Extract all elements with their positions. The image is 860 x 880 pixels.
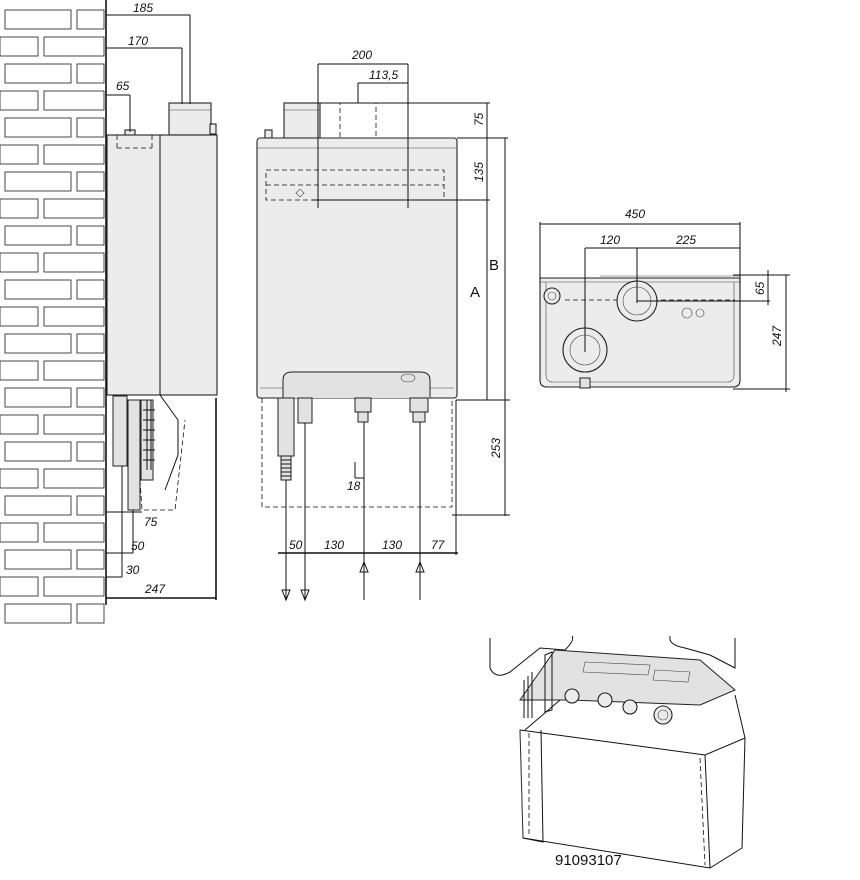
dim-65-top: 65 (753, 281, 767, 295)
top-view-boiler (539, 275, 741, 389)
dim-30: 30 (126, 563, 140, 577)
brick (43, 90, 105, 111)
brick (4, 63, 72, 84)
brick (4, 495, 72, 516)
brick (43, 306, 105, 327)
dim-120: 120 (600, 233, 620, 247)
dim-50: 50 (131, 539, 145, 553)
dim-253: 253 (489, 438, 503, 459)
brick (4, 549, 72, 570)
dim-130-b: 130 (382, 538, 402, 552)
brick (0, 576, 39, 597)
dim-130-a: 130 (324, 538, 344, 552)
brick (4, 441, 72, 462)
brick (76, 279, 105, 300)
brick (0, 252, 39, 273)
brick (43, 36, 105, 57)
brick (76, 171, 105, 192)
brick (4, 9, 72, 30)
brick (43, 360, 105, 381)
dim-65: 65 (116, 79, 130, 93)
brick (4, 171, 72, 192)
brick (4, 117, 72, 138)
brick (76, 9, 105, 30)
front-view-boiler (256, 102, 458, 508)
brick (0, 306, 39, 327)
brick (76, 63, 105, 84)
dim-75: 75 (144, 515, 158, 529)
brick (0, 522, 39, 543)
brick (43, 576, 105, 597)
brick (0, 36, 39, 57)
brick-wall (0, 0, 107, 624)
dim-77: 77 (431, 538, 446, 552)
brick (76, 603, 105, 624)
brick (4, 225, 72, 246)
dim-50-front: 50 (289, 538, 303, 552)
brick (76, 441, 105, 462)
brick (0, 90, 39, 111)
brick (4, 279, 72, 300)
perspective-view (489, 635, 746, 869)
brick (4, 333, 72, 354)
brick (43, 252, 105, 273)
dim-247-side: 247 (144, 582, 166, 596)
brick (76, 549, 105, 570)
dim-75-front: 75 (472, 112, 486, 126)
dim-135: 135 (472, 162, 486, 182)
front-view-dimensions: 200 113,5 75 135 253 A B 50 130 130 77 (278, 48, 510, 602)
brick (76, 333, 105, 354)
dim-200: 200 (351, 48, 372, 62)
dim-170: 170 (128, 34, 148, 48)
dim-185: 185 (133, 1, 153, 15)
brick (76, 225, 105, 246)
dim-450: 450 (625, 207, 645, 221)
label-b: B (489, 257, 499, 274)
side-view-boiler (106, 102, 218, 511)
side-view-dimensions: 185 170 65 75 50 30 247 (106, 1, 217, 600)
brick (43, 414, 105, 435)
label-a: A (470, 284, 480, 301)
brick (76, 495, 105, 516)
brick (43, 468, 105, 489)
brick (0, 414, 39, 435)
brick (0, 360, 39, 381)
dim-18: 18 (347, 479, 361, 493)
brick (0, 468, 39, 489)
brick (4, 603, 72, 624)
brick (0, 144, 39, 165)
drawing-number: 91093107 (555, 852, 622, 869)
brick (43, 198, 105, 219)
brick (43, 522, 105, 543)
top-view-dimensions: 450 120 225 65 247 (539, 207, 790, 392)
brick (0, 198, 39, 219)
brick (76, 117, 105, 138)
brick (76, 387, 105, 408)
dim-247-top: 247 (770, 325, 784, 347)
brick (4, 387, 72, 408)
dim-113-5: 113,5 (369, 68, 398, 82)
dim-225: 225 (675, 233, 696, 247)
brick (43, 144, 105, 165)
